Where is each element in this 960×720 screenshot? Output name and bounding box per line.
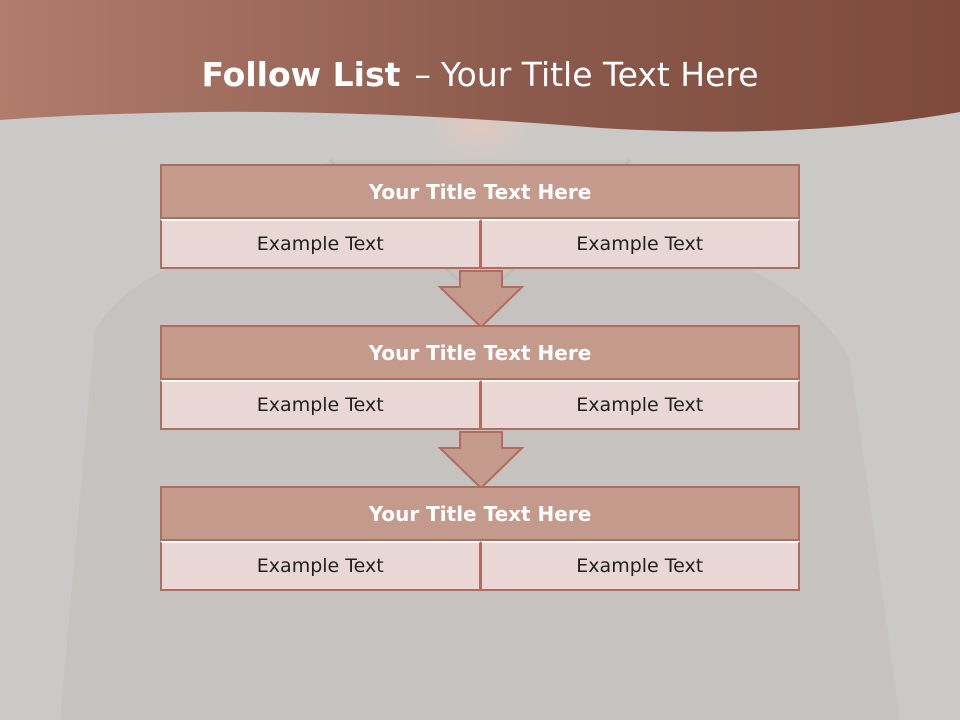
- slide-title: Follow List–Your Title Text Here: [0, 52, 960, 98]
- step-cell-left: Example Text: [160, 541, 481, 591]
- step-block-1: Your Title Text Here Example Text Exampl…: [160, 164, 800, 269]
- title-separator: –: [414, 55, 431, 94]
- step-title: Your Title Text Here: [160, 325, 800, 380]
- down-arrow-icon: [438, 270, 524, 329]
- step-row: Example Text Example Text: [160, 541, 800, 591]
- step-row: Example Text Example Text: [160, 380, 800, 430]
- step-title: Your Title Text Here: [160, 486, 800, 541]
- title-bold-part: Follow List: [201, 55, 401, 94]
- step-block-3: Your Title Text Here Example Text Exampl…: [160, 486, 800, 591]
- step-cell-left: Example Text: [160, 219, 481, 269]
- step-cell-right: Example Text: [480, 380, 800, 430]
- step-cell-left: Example Text: [160, 380, 481, 430]
- down-arrow-icon: [438, 431, 524, 490]
- title-rest-part: Your Title Text Here: [440, 55, 759, 94]
- step-cell-right: Example Text: [480, 541, 800, 591]
- step-title: Your Title Text Here: [160, 164, 800, 219]
- step-row: Example Text Example Text: [160, 219, 800, 269]
- step-cell-right: Example Text: [480, 219, 800, 269]
- step-block-2: Your Title Text Here Example Text Exampl…: [160, 325, 800, 430]
